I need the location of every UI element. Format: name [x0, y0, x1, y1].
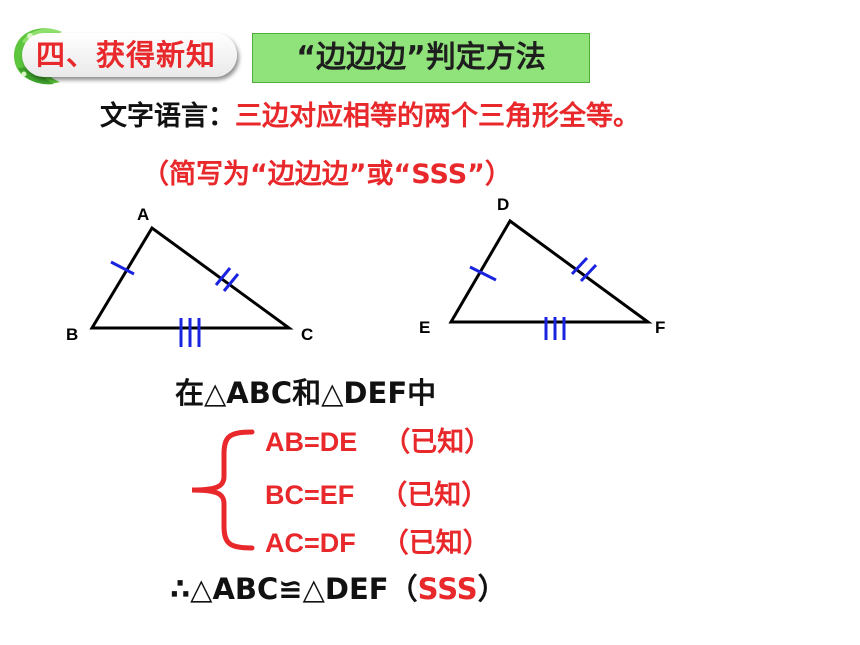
tick-ab — [110, 260, 135, 276]
abbreviation-note: （简写为“边边边”或“SSS”） — [142, 159, 512, 190]
statement-line: 文字语言：三边对应相等的两个三角形全等。 — [100, 94, 640, 133]
conclusion-close: ） — [477, 572, 507, 606]
statement-label: 文字语言： — [100, 101, 235, 132]
vertex-label-c: C — [301, 325, 313, 344]
tick-ac-2 — [222, 273, 240, 292]
tick-ef — [544, 317, 566, 340]
vertex-label-e: E — [419, 318, 430, 337]
conclusion-statement: ∴△ABC≌△DEF（ — [170, 572, 418, 606]
condition-row: AB=DE （已知） — [265, 420, 491, 459]
condition-row: AC=DF （已知） — [265, 521, 490, 560]
tick-df-2 — [579, 263, 598, 283]
tick-bc — [179, 318, 201, 347]
vertex-label-d: D — [497, 195, 509, 214]
proof-conclusion: ∴△ABC≌△DEF（SSS） — [170, 566, 507, 608]
triangle-abc: A B C — [66, 205, 313, 347]
condition-reason: （已知） — [381, 528, 490, 558]
tick-ac-1 — [214, 267, 232, 286]
proof-intro: 在△ABC和△DEF中 — [175, 376, 437, 410]
section-title: 四、获得新知 — [22, 33, 237, 77]
vertex-label-f: F — [655, 318, 665, 337]
tick-df-1 — [570, 256, 589, 276]
triangles-figure: A B C D E F — [66, 195, 665, 347]
statement-text: 三边对应相等的两个三角形全等。 — [235, 101, 640, 132]
condition-reason: （已知） — [380, 480, 489, 510]
condition-equation: AC=DF — [265, 528, 356, 558]
topic-title: “边边边”判定方法 — [252, 33, 590, 83]
condition-equation: BC=EF — [265, 480, 355, 510]
conclusion-reason: SSS — [417, 572, 478, 606]
condition-reason: （已知） — [383, 427, 492, 457]
condition-equation: AB=DE — [265, 427, 358, 457]
condition-brace-icon — [191, 429, 255, 551]
vertex-label-b: B — [66, 325, 78, 344]
condition-row: BC=EF （已知） — [265, 473, 488, 512]
triangle-def: D E F — [419, 195, 665, 340]
vertex-label-a: A — [137, 205, 149, 224]
tick-de — [469, 265, 497, 282]
